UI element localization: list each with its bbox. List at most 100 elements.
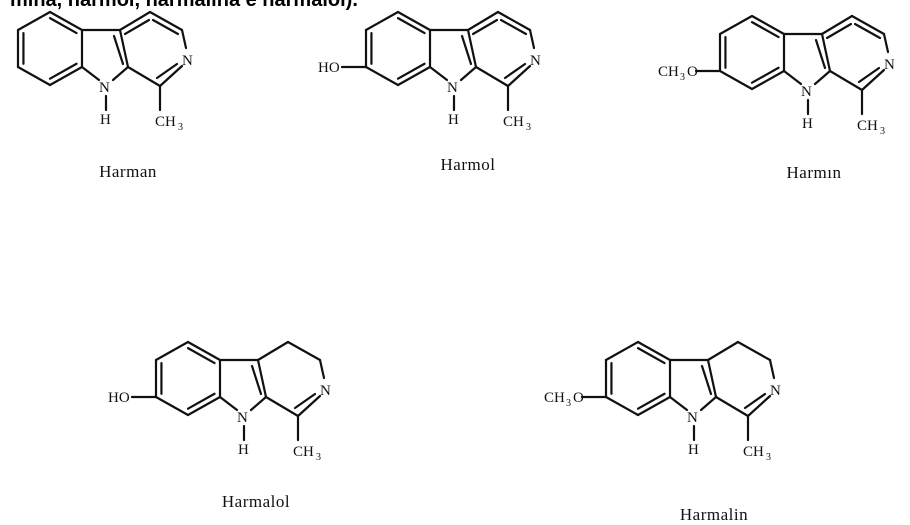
benzene-double-bond <box>186 347 216 365</box>
indole-h-label: H <box>688 442 699 458</box>
imine-double-bond <box>743 392 767 410</box>
pyridine-bond <box>496 10 532 32</box>
pyridine-bond <box>528 28 536 50</box>
methoxy-ch-label: CH <box>544 390 565 406</box>
benzene-bond <box>396 10 432 32</box>
pyrrole-bond <box>699 395 718 412</box>
pyridine-bond <box>714 395 750 418</box>
pyrrole-bond <box>428 65 449 82</box>
benzene-double-bond <box>396 62 426 80</box>
pyridine-n-label: N <box>884 57 895 73</box>
benzene-double-bond <box>186 392 216 410</box>
pyrrole-bond <box>118 28 130 69</box>
molecule-name: Harman <box>99 162 157 181</box>
pyrrole-bond <box>80 65 101 82</box>
pyridine-bond <box>706 340 740 362</box>
benzene-bond <box>750 14 786 36</box>
methyl-ch-label: CH <box>503 114 524 130</box>
pyridine-n-label: N <box>182 53 193 69</box>
pyridine-bond <box>828 69 864 92</box>
indole-n-label: N <box>687 410 698 426</box>
pyrrole-double-bond <box>700 364 713 396</box>
molecule-name: Harmalin <box>680 505 748 524</box>
benzene-bond <box>186 340 222 362</box>
benzene-double-bond <box>750 66 780 84</box>
pyridine-bond <box>850 14 886 36</box>
pyridine-bond <box>882 32 890 54</box>
pyridine-bond <box>768 358 776 380</box>
pyridine-double-bond <box>151 18 180 36</box>
indole-h-label: H <box>238 442 249 458</box>
methyl-ch-label: CH <box>857 118 878 134</box>
benzene-bond <box>16 10 52 32</box>
pyrrole-bond <box>459 65 478 82</box>
pyridine-bond <box>474 65 510 88</box>
benzene-bond <box>154 340 190 362</box>
pyridine-double-bond <box>123 18 151 36</box>
methyl-subscript-3: 3 <box>178 122 183 133</box>
molecule-name: Harmalol <box>222 492 290 511</box>
benzene-double-bond <box>48 62 78 80</box>
pyrrole-bond <box>668 395 689 412</box>
pyrrole-bond <box>256 358 268 399</box>
pyridine-n-label: N <box>320 383 331 399</box>
pyridine-n-label: N <box>770 383 781 399</box>
benzene-double-bond <box>48 17 78 35</box>
pyridine-bond <box>286 340 322 362</box>
benzene-bond <box>604 340 640 362</box>
pyrrole-double-bond <box>112 34 125 66</box>
imine-double-bond <box>155 62 179 80</box>
pyridine-bond <box>158 64 184 88</box>
methoxy-subscript-3: 3 <box>680 72 685 83</box>
molecule-name: Harmol <box>441 155 496 174</box>
pyridine-bond <box>180 28 188 50</box>
benzene-bond <box>186 395 222 417</box>
benzene-bond <box>48 65 84 87</box>
pyrrole-bond <box>466 28 478 69</box>
hydroxyl-label: HO <box>318 60 340 76</box>
methyl-ch-label: CH <box>293 444 314 460</box>
benzene-bond <box>364 10 400 32</box>
pyrrole-double-bond <box>460 34 473 66</box>
methyl-subscript-3: 3 <box>766 452 771 463</box>
indole-n-label: N <box>99 80 110 96</box>
benzene-double-bond <box>750 21 780 39</box>
pyridine-bond <box>820 14 854 36</box>
methoxy-subscript-3: 3 <box>566 398 571 409</box>
pyrrole-bond <box>706 358 718 399</box>
benzene-bond <box>154 395 190 417</box>
benzene-bond <box>750 69 786 91</box>
benzene-bond <box>16 65 52 87</box>
indole-h-label: H <box>802 116 813 132</box>
benzene-bond <box>604 395 640 417</box>
pyridine-bond <box>466 10 500 32</box>
pyridine-bond <box>860 68 886 92</box>
methoxy-o-label: O <box>687 64 698 80</box>
benzene-bond <box>718 14 754 36</box>
pyridine-bond <box>746 394 772 418</box>
pyridine-bond <box>318 358 326 380</box>
methoxy-ch-label: CH <box>658 64 679 80</box>
imine-double-bond <box>503 62 527 80</box>
methyl-subscript-3: 3 <box>316 452 321 463</box>
pyridine-double-bond <box>499 18 528 36</box>
pyrrole-double-bond <box>814 38 827 70</box>
pyrrole-bond <box>218 395 239 412</box>
indole-h-label: H <box>100 112 111 128</box>
pyridine-double-bond <box>471 18 499 36</box>
indole-n-label: N <box>447 80 458 96</box>
pyridine-bond <box>296 394 322 418</box>
methyl-ch-label: CH <box>155 114 176 130</box>
pyrrole-bond <box>820 32 832 73</box>
